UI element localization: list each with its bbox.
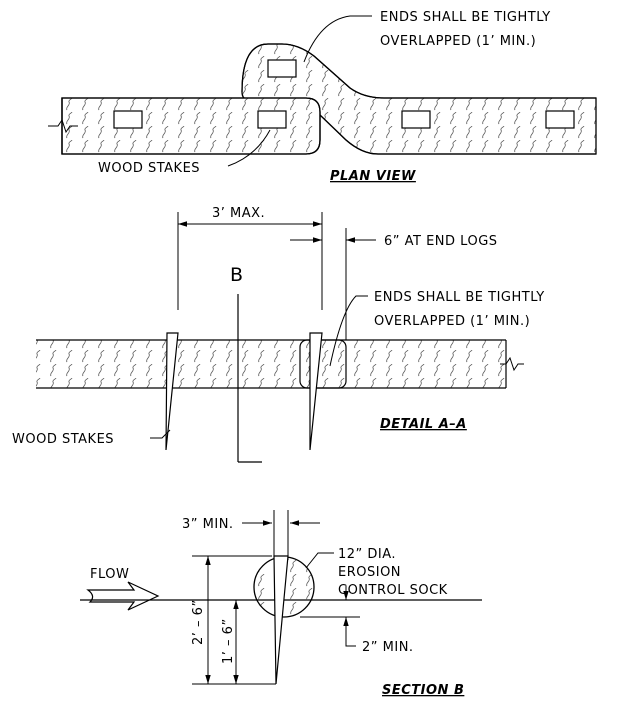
section-stake xyxy=(273,555,289,685)
flow-label: FLOW xyxy=(90,567,129,582)
plan-stakes-leader xyxy=(227,129,271,167)
detail-overlap-leader xyxy=(329,295,368,367)
detail-a-a-title: DETAIL A–A xyxy=(380,417,467,432)
end-log-dimension-text: 6” AT END LOGS xyxy=(384,234,498,249)
detail-stakes-label: WOOD STAKES xyxy=(12,432,114,447)
section-b: 3” MIN. FLOW 12” DIA. EROSION CONTROL SO… xyxy=(80,510,482,698)
detail-a-a: 3’ MAX. 6” AT END LOGS B ENDS SHALL BE T… xyxy=(12,206,545,463)
plan-break-line xyxy=(48,118,78,134)
plan-overlap-note-line2: OVERLAPPED (1’ MIN.) xyxy=(380,34,536,49)
detail-stake xyxy=(165,332,179,451)
sock-note-line3: CONTROL SOCK xyxy=(338,583,448,598)
detail-overlap-end xyxy=(299,339,347,389)
stake-embed-dimension-text: 1’ – 6” xyxy=(221,618,236,664)
detail-sock xyxy=(36,340,506,388)
plan-stake xyxy=(545,110,575,129)
plan-view: ENDS SHALL BE TIGHTLY OVERLAPPED (1’ MIN… xyxy=(48,10,597,184)
section-b-marker: B xyxy=(230,264,244,286)
embed-dimension-text: 2” MIN. xyxy=(362,640,414,655)
detail-overlap-note-line2: OVERLAPPED (1’ MIN.) xyxy=(374,314,530,329)
plan-stakes-label: WOOD STAKES xyxy=(98,161,200,176)
stake-total-dimension-text: 2’ – 6” xyxy=(191,599,206,645)
plan-overlap-leader xyxy=(303,15,372,63)
detail-stake xyxy=(309,332,323,451)
sock-note-line1: 12” DIA. xyxy=(338,547,396,562)
sock-note-leader xyxy=(305,552,334,569)
plan-sock-overlapping-outline xyxy=(241,43,596,155)
detail-stakes-leader xyxy=(150,429,171,439)
section-b-title: SECTION B xyxy=(382,683,464,698)
spacing-dimension-text: 3’ MAX. xyxy=(212,206,265,221)
plan-overlap-note-line1: ENDS SHALL BE TIGHTLY xyxy=(380,10,551,25)
plan-view-title: PLAN VIEW xyxy=(330,169,416,184)
flow-arrow xyxy=(86,581,160,611)
stake-clearance-text: 3” MIN. xyxy=(182,517,234,532)
sock-note-line2: EROSION xyxy=(338,565,401,580)
plan-stake xyxy=(113,110,143,129)
plan-stake xyxy=(401,110,431,129)
plan-stake xyxy=(267,59,297,78)
detail-overlap-note-line1: ENDS SHALL BE TIGHTLY xyxy=(374,290,545,305)
plan-stake xyxy=(257,110,287,129)
